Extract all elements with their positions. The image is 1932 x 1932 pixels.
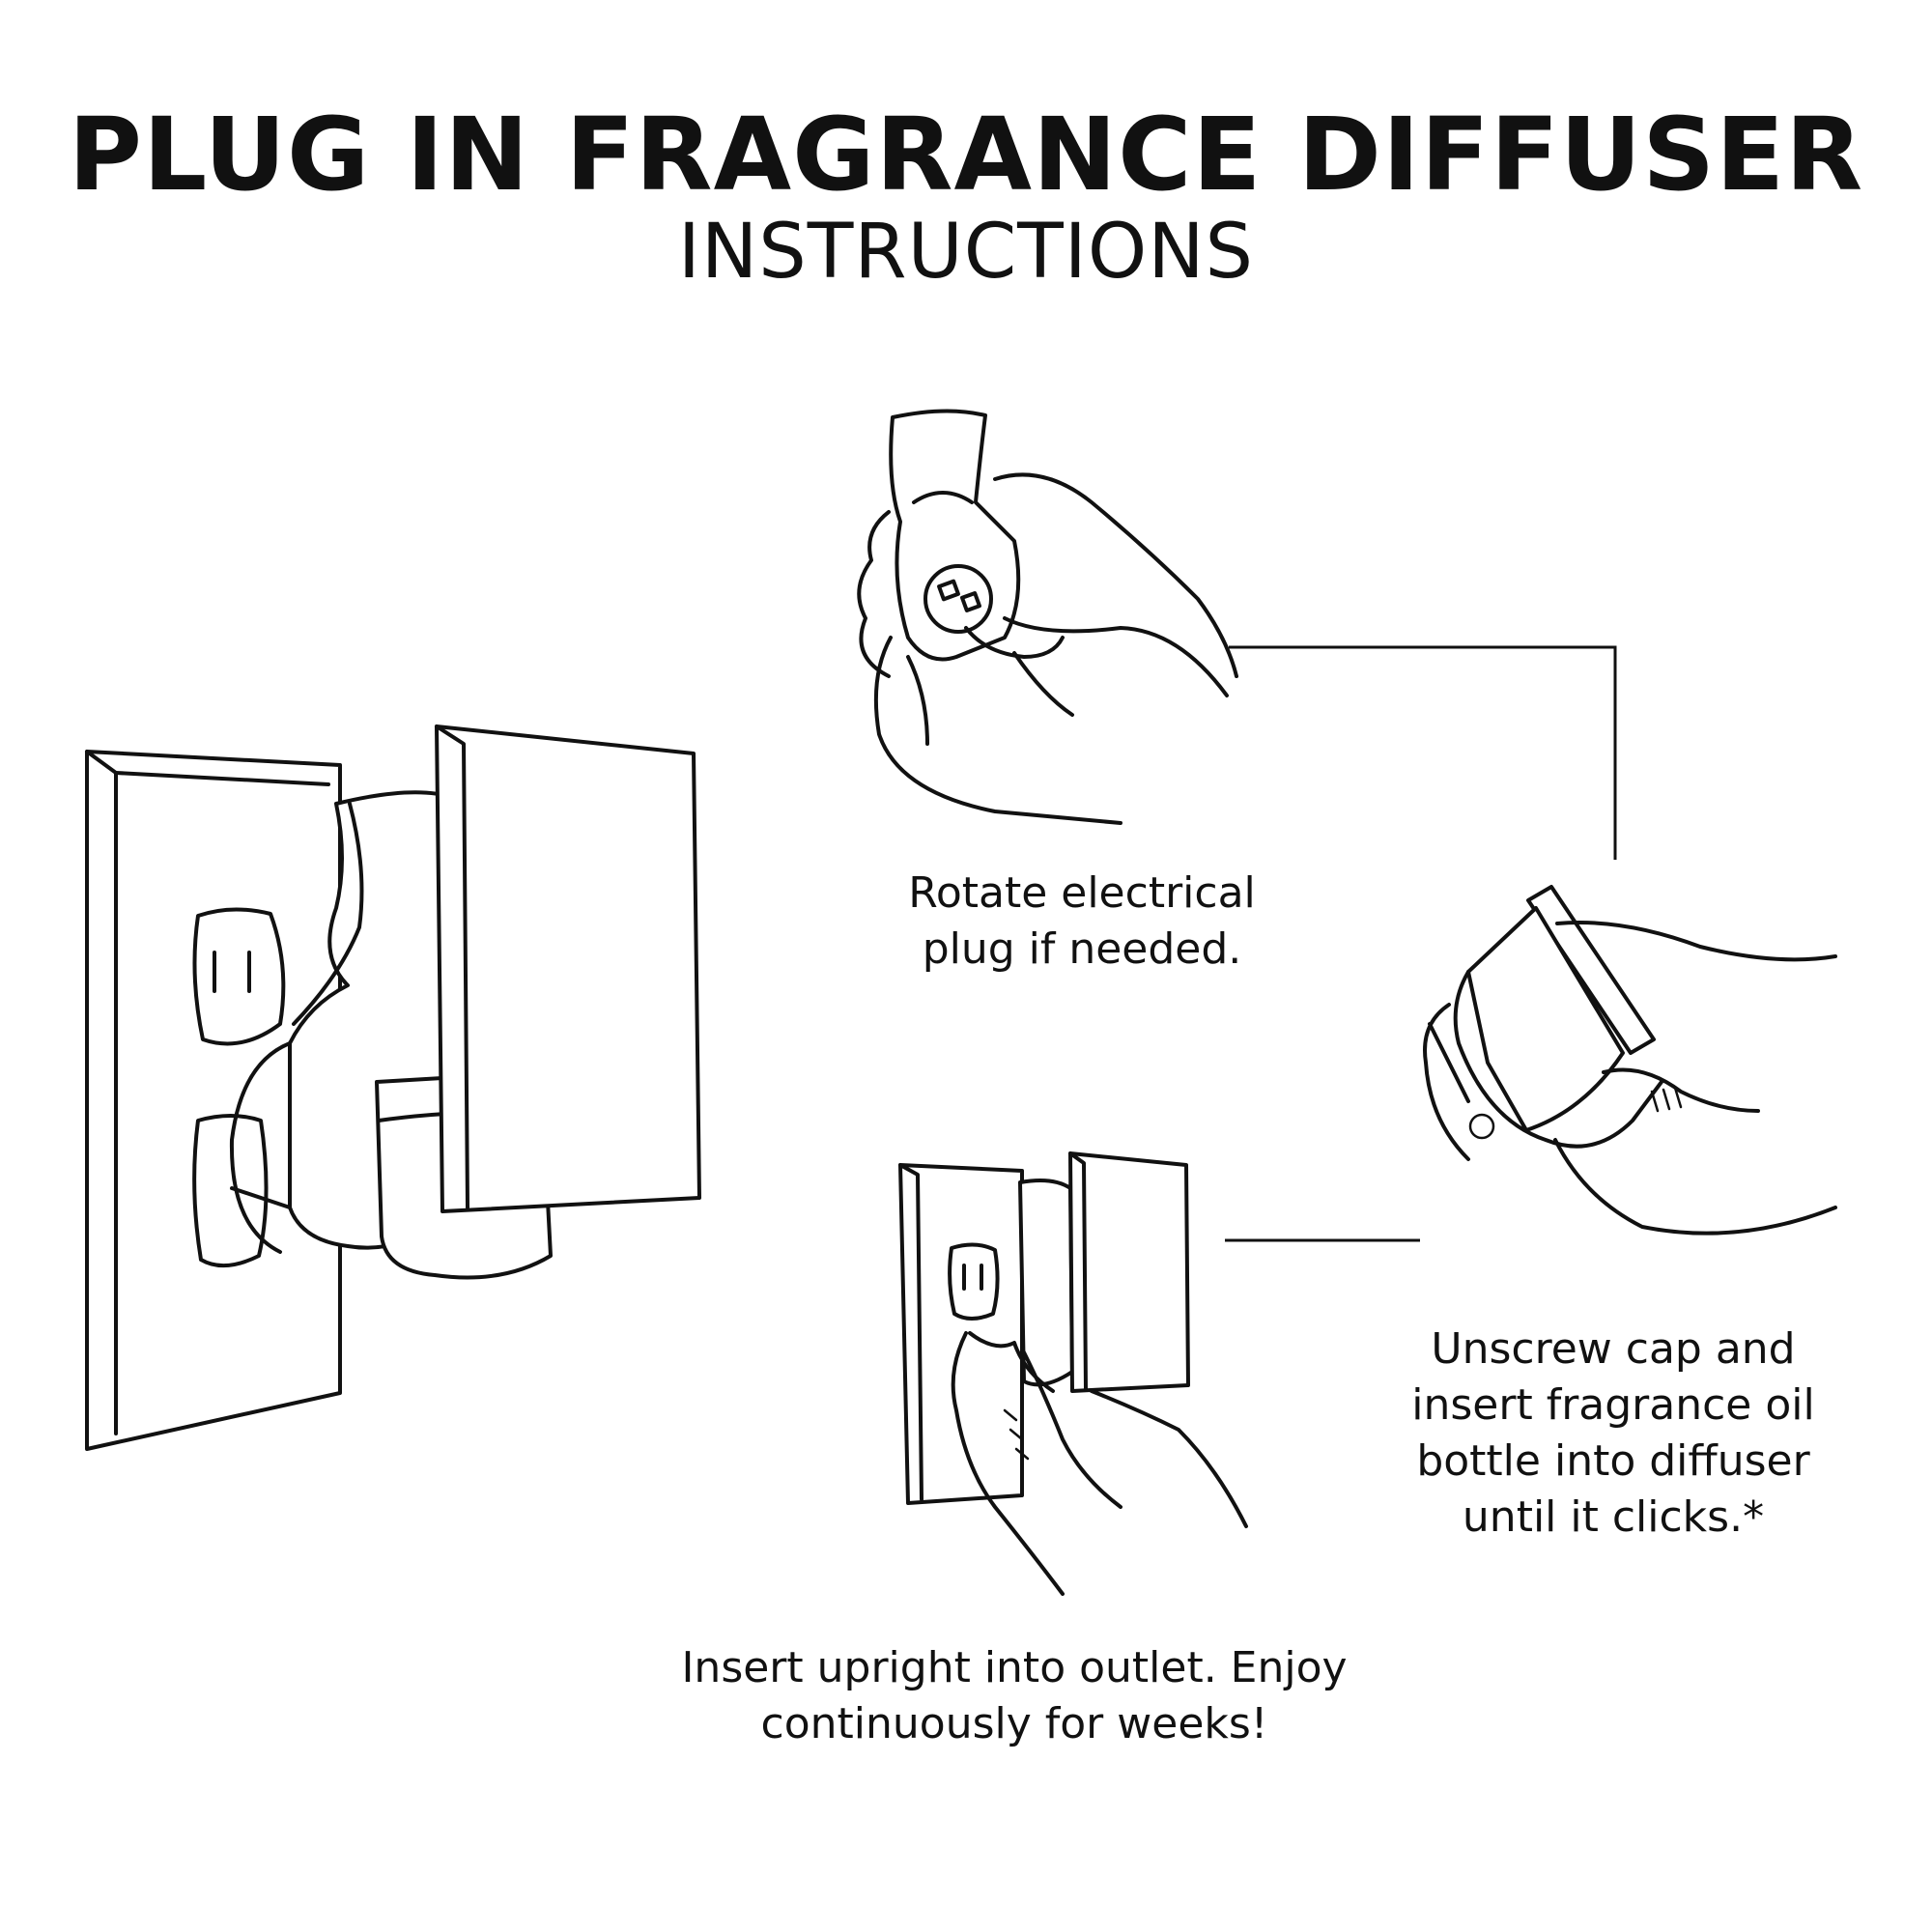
page-title: PLUG IN FRAGRANCE DIFFUSER [68, 96, 1864, 213]
step-caption-insert-bottle: Unscrew cap and insert fragrance oil bot… [1314, 1321, 1913, 1546]
caption-line: insert fragrance oil [1411, 1380, 1815, 1430]
hand-inserting-into-outlet-illustration [898, 1151, 1248, 1596]
hands-inserting-bottle-illustration [1423, 885, 1837, 1236]
step-caption-rotate: Rotate electrical plug if needed. [831, 866, 1333, 978]
step-caption-insert-outlet: Insert upright into outlet. Enjoy contin… [580, 1640, 1449, 1752]
hands-rotating-plug-illustration [857, 409, 1238, 825]
hero-diffuser-outlet-illustration [85, 724, 701, 1451]
caption-line: until it clicks.* [1462, 1492, 1765, 1542]
caption-line: Unscrew cap and [1431, 1324, 1796, 1374]
caption-line: continuously for weeks! [760, 1699, 1268, 1748]
page-subtitle: INSTRUCTIONS [677, 209, 1255, 296]
caption-line: Insert upright into outlet. Enjoy [681, 1643, 1348, 1692]
connector-step1-step2 [1229, 645, 1617, 860]
caption-line: Rotate electrical [908, 868, 1256, 918]
caption-line: bottle into diffuser [1416, 1436, 1810, 1486]
caption-line: plug if needed. [922, 924, 1242, 974]
